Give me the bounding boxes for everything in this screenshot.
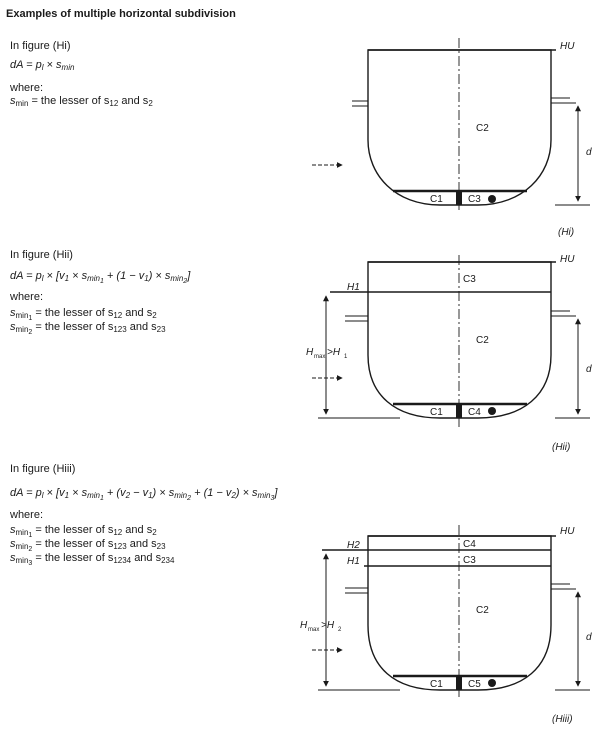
svg-text:H: H bbox=[306, 347, 314, 358]
marker-dot-hi bbox=[488, 195, 496, 203]
section-2-definition-1: smin1 = the lesser of s12 and s2 bbox=[10, 307, 157, 322]
section-3-formula: dA = pl × [v1 × smin1 + (v2 − v1) × smin… bbox=[10, 487, 278, 502]
label-c1-hiii: C1 bbox=[430, 679, 443, 690]
label-c3-hi: C3 bbox=[468, 194, 481, 205]
section-3-definition-3: smin3 = the lesser of s1234 and s234 bbox=[10, 552, 175, 567]
svg-text:max: max bbox=[314, 354, 325, 360]
section-1-where: where: bbox=[10, 82, 44, 94]
section-3-definition-2: smin2 = the lesser of s123 and s23 bbox=[10, 538, 166, 553]
section-1-formula: dA = pl × smin bbox=[10, 59, 75, 72]
label-d-hii: d bbox=[586, 364, 592, 375]
section-1-intro: In figure (Hi) bbox=[10, 40, 71, 52]
label-c4-hii: C4 bbox=[468, 407, 481, 418]
section-2-intro: In figure (Hii) bbox=[10, 249, 73, 261]
section-1-definition-1: smin = the lesser of s12 and s2 bbox=[10, 95, 153, 108]
marker-dot-hiii bbox=[488, 679, 496, 687]
figure-hi bbox=[312, 38, 590, 212]
figure-tag-hii: (Hii) bbox=[552, 442, 570, 453]
keel-block-hiii bbox=[456, 676, 462, 690]
label-c1-hii: C1 bbox=[430, 407, 443, 418]
label-d-hi: d bbox=[586, 147, 592, 158]
figure-hiii bbox=[312, 525, 590, 700]
keel-block-hi bbox=[456, 191, 462, 205]
svg-text:H: H bbox=[300, 620, 308, 631]
svg-text:>H: >H bbox=[321, 620, 335, 631]
section-3-where: where: bbox=[10, 509, 44, 521]
label-c5-hiii: C5 bbox=[468, 679, 481, 690]
figure-tag-hi: (Hi) bbox=[558, 227, 574, 238]
figure-tag-hiii: (Hiii) bbox=[552, 714, 573, 725]
hull-outline-hiii bbox=[367, 535, 552, 691]
label-h1-hii: H1 bbox=[347, 282, 360, 293]
svg-text:>H: >H bbox=[327, 347, 341, 358]
label-hu-hi: HU bbox=[560, 41, 575, 52]
hull-outline-hii bbox=[367, 261, 552, 419]
section-3-intro: In figure (Hiii) bbox=[10, 463, 76, 475]
label-hu-hiii: HU bbox=[560, 526, 575, 537]
keel-block-hii bbox=[456, 404, 462, 418]
label-c3-hiii: C3 bbox=[463, 555, 476, 566]
label-d-hiii: d bbox=[586, 632, 592, 643]
label-hu-hii: HU bbox=[560, 254, 575, 265]
svg-text:1: 1 bbox=[344, 354, 348, 360]
label-c2-hi: C2 bbox=[476, 123, 489, 134]
section-2-where: where: bbox=[10, 291, 44, 303]
label-c2-hii: C2 bbox=[476, 335, 489, 346]
section-2-formula: dA = pl × [v1 × smin1 + (1 − v1) × smin2… bbox=[10, 270, 191, 285]
label-h2-hiii: H2 bbox=[347, 540, 360, 551]
label-h1-hiii: H1 bbox=[347, 556, 360, 567]
svg-text:2: 2 bbox=[338, 627, 342, 633]
label-c4-hiii: C4 bbox=[463, 539, 476, 550]
label-hmax-hiii: H max >H 2 bbox=[300, 620, 342, 633]
section-3-definition-1: smin1 = the lesser of s12 and s2 bbox=[10, 524, 157, 539]
label-c3-hii: C3 bbox=[463, 274, 476, 285]
svg-text:max: max bbox=[308, 627, 319, 633]
page-heading: Examples of multiple horizontal subdivis… bbox=[6, 8, 236, 20]
label-hmax-hii: H max >H 1 bbox=[306, 347, 348, 360]
label-c2-hiii: C2 bbox=[476, 605, 489, 616]
hull-outline-hi bbox=[367, 49, 552, 206]
marker-dot-hii bbox=[488, 407, 496, 415]
section-2-definition-2: smin2 = the lesser of s123 and s23 bbox=[10, 321, 166, 336]
label-c1-hi: C1 bbox=[430, 194, 443, 205]
figure-hii bbox=[312, 255, 590, 428]
